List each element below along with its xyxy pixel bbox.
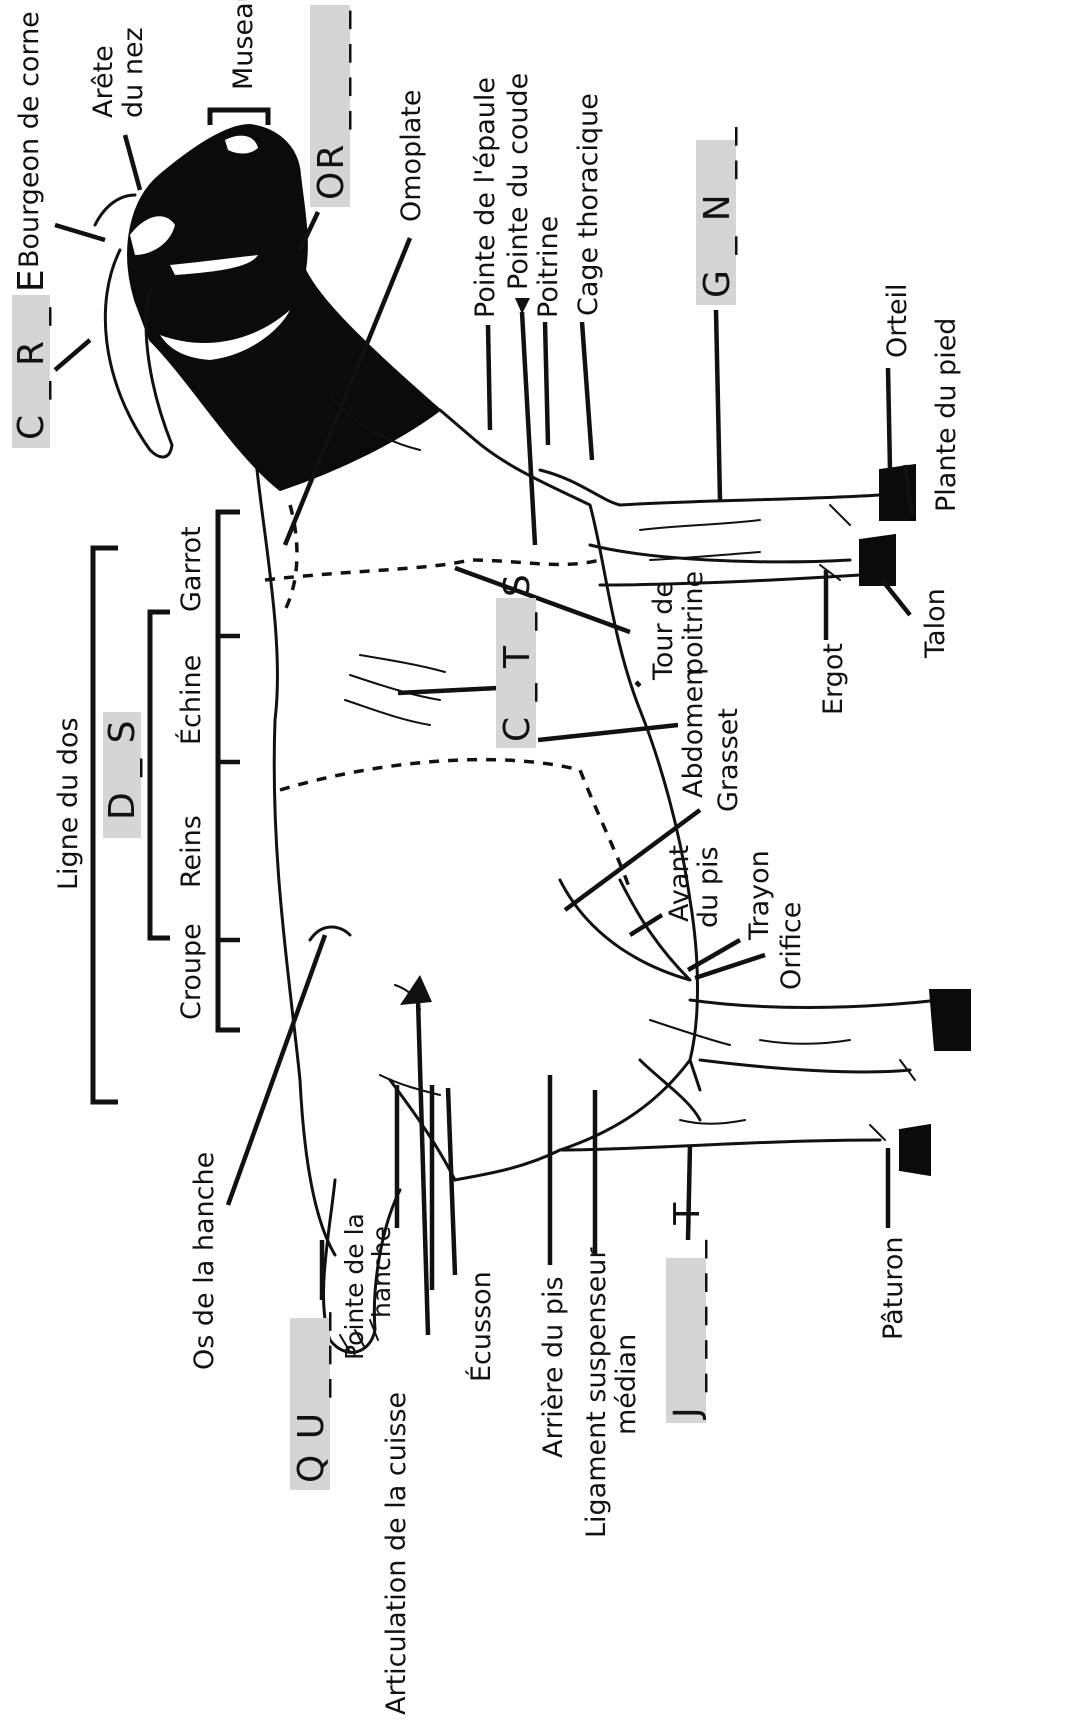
body-outline	[255, 395, 700, 1255]
back-leg-detail	[650, 1020, 915, 1140]
quiz-queue-text: Q U _ _ _	[291, 1311, 332, 1483]
quiz-cotes: C _ T _ S	[496, 572, 538, 748]
label-trayon: Trayon	[744, 850, 775, 941]
dos-bracket	[150, 612, 170, 938]
label-omoplate: Omoplate	[396, 90, 427, 222]
label-os-hanche: Os de la hanche	[189, 1152, 220, 1370]
front-leg-detail	[640, 505, 850, 580]
front-leg-2	[600, 575, 860, 585]
leader-pointe-coude	[522, 312, 535, 545]
quiz-corne-text: C _ R _ E	[11, 267, 52, 440]
label-orifice: Orifice	[776, 902, 807, 990]
label-avant-pis-1: Avant	[664, 845, 695, 922]
leader-pointe-epaule	[488, 325, 490, 430]
horn-bud	[95, 195, 135, 225]
back-leg-1	[690, 1000, 940, 1072]
label-cage: Cage thoracique	[573, 93, 604, 316]
leader-arete	[125, 135, 140, 190]
label-abdomen: Abdomen	[678, 669, 709, 798]
label-plante: Plante du pied	[931, 318, 962, 512]
leader-cotes-1	[398, 688, 498, 693]
label-pointe-coude: Pointe du coude	[503, 73, 534, 290]
quiz-queue: Q U _ _ _	[290, 1311, 332, 1490]
label-arriere-pis: Arrière du pis	[538, 1276, 569, 1458]
head	[128, 125, 440, 490]
label-talon: Talon	[920, 588, 951, 659]
label-arete-1: Arête	[88, 45, 119, 118]
leader-cage	[582, 322, 592, 460]
front-hoof-2	[860, 535, 895, 585]
label-grasset: Grasset	[713, 708, 744, 812]
leader-os-hanche	[228, 935, 325, 1205]
label-avant-pis-2: du pis	[693, 846, 724, 928]
label-poitrine: Poitrine	[533, 216, 564, 318]
label-orteil: Orteil	[882, 283, 913, 358]
os-hanche-cap	[310, 927, 350, 940]
museau-bracket	[210, 110, 268, 125]
back-leg-2	[560, 1060, 880, 1150]
quiz-corne: C _ R _ E	[11, 267, 52, 448]
label-garrot: Garrot	[176, 526, 207, 612]
leader-poitrine	[545, 322, 548, 445]
quiz-dos-text: D _ S	[102, 719, 143, 820]
label-articulation: Articulation de la cuisse	[381, 1392, 412, 1715]
flank-dashed	[280, 760, 630, 890]
front-leg-1	[540, 470, 880, 562]
quiz-genou: G _ N _ _	[696, 125, 738, 305]
region-bracket	[218, 512, 240, 1030]
label-museau: Museau	[228, 0, 259, 90]
label-tour-1: Tour de	[648, 581, 679, 681]
quiz-jarret: J _ _ _ _ _ T	[666, 1201, 708, 1423]
label-ligament-1: Ligament suspenseur	[581, 1247, 612, 1538]
label-ergot: Ergot	[818, 643, 849, 715]
label-bourgeon: Bourgeon de corne	[14, 11, 45, 268]
quiz-jarret-text: J _ _ _ _ _ T	[667, 1201, 708, 1420]
label-croupe: Croupe	[176, 923, 207, 1020]
label-pointe-hanche-1: Pointe de la	[340, 1213, 369, 1360]
leader-ecusson-2	[448, 1088, 455, 1275]
leader-bourgeon	[55, 225, 105, 240]
label-reins: Reins	[176, 815, 207, 888]
label-echine: Échine	[175, 655, 207, 745]
leader-cotes-2	[538, 725, 678, 740]
label-tour-2: poitrine	[678, 571, 709, 675]
label-pointe-hanche-2: hanche	[367, 1226, 396, 1318]
leader-orteil	[888, 368, 890, 470]
chest-girth-dashed	[265, 560, 600, 580]
leader-avant-pis	[630, 915, 662, 935]
quiz-dos: D _ S	[102, 712, 143, 838]
label-ligne-dos: Ligne du dos	[53, 717, 84, 890]
quiz-genou-text: G _ N _ _	[697, 125, 738, 298]
label-pointe-epaule: Pointe de l'épaule	[470, 77, 501, 318]
quiz-oreille-text: OR _ _ _ _ _	[311, 0, 352, 200]
leader-abdomen	[636, 682, 640, 686]
back-hoof-1	[930, 990, 970, 1050]
label-paturon: Pâturon	[878, 1237, 909, 1340]
label-ecusson: Écusson	[465, 1271, 497, 1382]
quiz-cotes-text: C _ T _ S	[497, 572, 538, 742]
label-ligament-2: médian	[611, 1334, 642, 1435]
pointe-coude-arrow	[515, 298, 530, 314]
leader-tour	[455, 568, 630, 632]
quiz-oreille: OR _ _ _ _ _	[310, 0, 352, 207]
label-arete-2: du nez	[118, 27, 149, 118]
leader-articulation	[418, 1000, 428, 1335]
leader-genou	[716, 310, 720, 500]
leader-corne	[55, 340, 90, 370]
back-hoof-2	[900, 1125, 930, 1175]
